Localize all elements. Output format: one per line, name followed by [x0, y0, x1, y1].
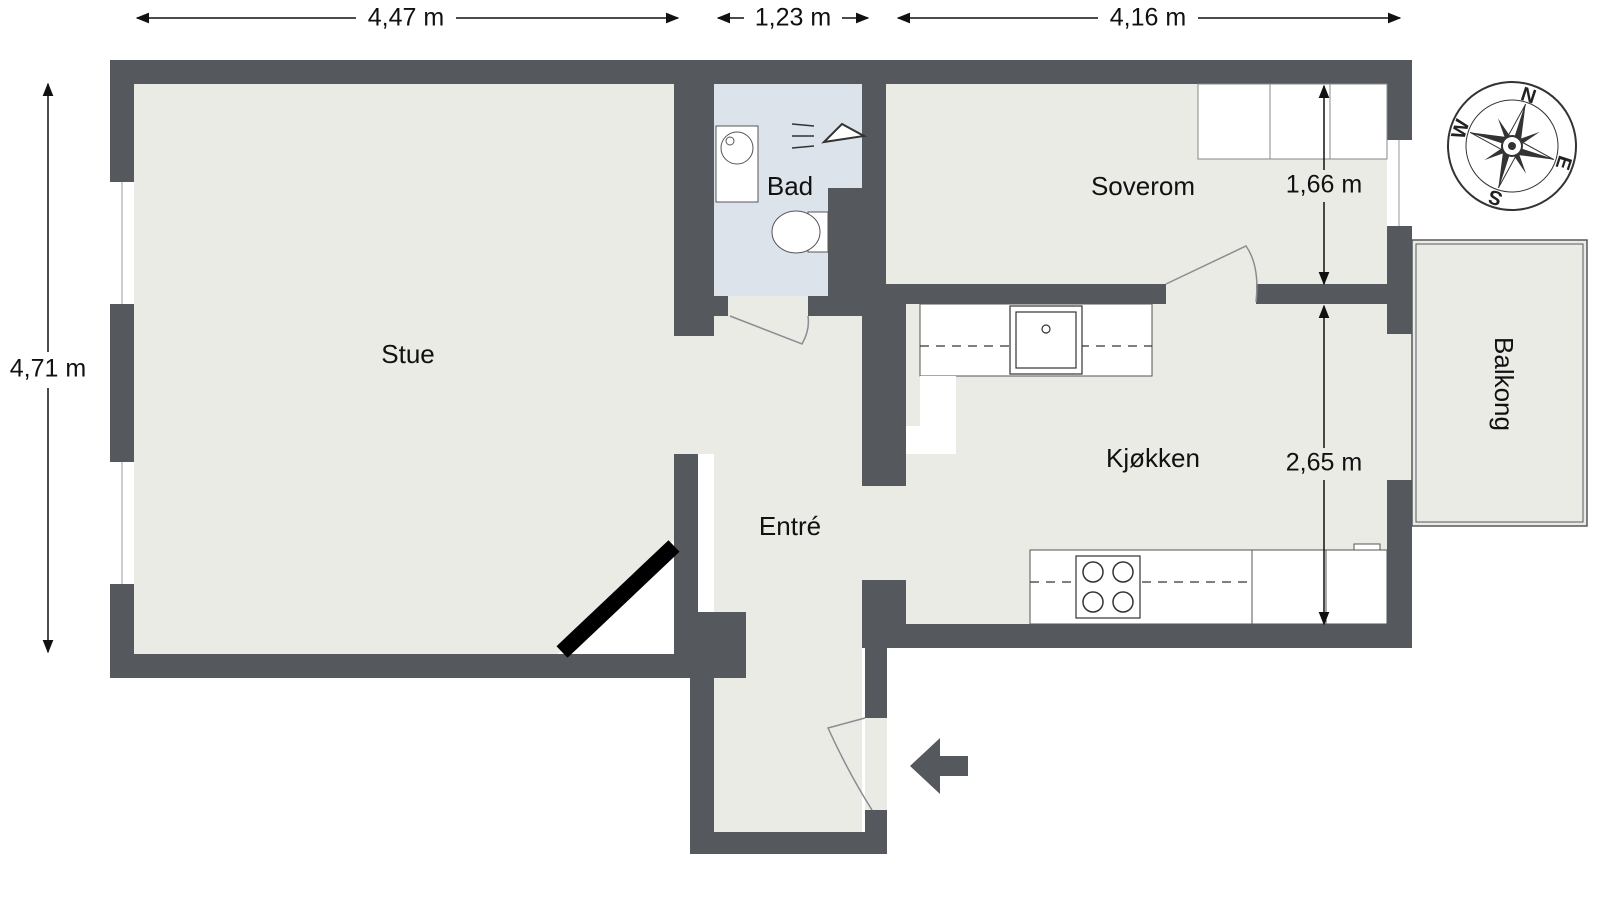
- bad-bottom-wall-left: [714, 296, 728, 316]
- entrance-arrow-icon: [910, 738, 968, 794]
- bad-door-swing: [729, 315, 810, 345]
- stue-entre-opening: [674, 336, 714, 454]
- kjokken-corner-counter: [906, 376, 956, 454]
- balkong-label: Balkong: [1489, 337, 1519, 431]
- outer-wall-bottom-stue: [110, 654, 746, 678]
- shower-icon: [821, 122, 868, 144]
- compass-rose-icon: [1469, 103, 1555, 189]
- entre-kjokken-wall-upper: [862, 284, 906, 486]
- soverom-kjokken-wall-right: [1256, 284, 1387, 304]
- doors: [674, 245, 1441, 811]
- bad-label: Bad: [767, 171, 813, 201]
- stue-entre-wall-upper: [674, 60, 714, 336]
- entre-kjokken-opening-floor: [862, 486, 912, 580]
- bad-door-opening: [728, 296, 808, 316]
- soverom-kjokken-wall-left: [886, 284, 1166, 304]
- stue-entre-wall-lower: [674, 454, 698, 678]
- balkong: Balkong: [1411, 239, 1588, 527]
- entrance-door-opening: [865, 718, 887, 810]
- outer-wall-left: [110, 60, 134, 678]
- walls: [110, 60, 1412, 854]
- entre-wall-bottom: [690, 832, 887, 854]
- kjokken-fridge: [1325, 549, 1388, 625]
- kjokken-fixtures: [906, 303, 1388, 625]
- dim-label-top-right: 4,16 m: [1110, 4, 1186, 32]
- dim-label-top-left: 4,47 m: [368, 4, 444, 32]
- soverom-label: Soverom: [1091, 171, 1195, 201]
- entre-wall-left: [690, 654, 714, 854]
- compass-s: S: [1486, 185, 1505, 210]
- bad-toilet-bowl: [771, 210, 821, 254]
- entre-floor: [714, 316, 862, 832]
- compass: N E S W: [1447, 81, 1577, 211]
- dim-label-left: 4,71 m: [10, 355, 86, 383]
- stue-corner-unit-edge: [556, 540, 680, 658]
- outer-wall-bottom-kjokken: [862, 624, 1412, 648]
- balkong-floor: [1411, 239, 1588, 527]
- bad-fixtures: [715, 122, 868, 254]
- entre-kjokken-wall-lower: [862, 580, 906, 648]
- soverom-fixtures: [1197, 83, 1388, 160]
- entre-label: Entré: [759, 511, 821, 541]
- soverom-door-swing: [1165, 245, 1258, 303]
- balkong-door-opening: [1387, 334, 1412, 480]
- entre-wall-right-lower: [865, 810, 887, 854]
- dim-label-soverom: 1,66 m: [1286, 171, 1362, 199]
- entrance-door-swing: [826, 717, 873, 811]
- kjokken-counter-bottom: [1029, 549, 1253, 625]
- soverom-door-opening: [1166, 284, 1256, 304]
- kjokken-label: Kjøkken: [1106, 443, 1200, 473]
- soverom-wardrobe: [1197, 83, 1388, 160]
- stue-label: Stue: [381, 339, 435, 369]
- stue-entre-wall-stub: [698, 612, 746, 678]
- bad-inner-wall: [828, 188, 862, 296]
- windows: [110, 140, 1412, 584]
- kjokken-stove: [1075, 555, 1141, 619]
- room-labels: Stue Bad Soverom Kjøkken Entré: [381, 171, 1200, 541]
- dim-label-top-middle: 1,23 m: [755, 4, 831, 32]
- outer-wall-top: [110, 60, 1412, 84]
- kjokken-cabinet: [1251, 549, 1327, 625]
- bad-sink-bowl: [720, 131, 754, 165]
- dimension-labels: 4,47 m 1,23 m 4,16 m 4,71 m 1,66 m 2,65 …: [4, 2, 1372, 480]
- compass-n: N: [1518, 83, 1539, 108]
- compass-e: E: [1551, 153, 1576, 172]
- entre-wall-right-upper: [865, 648, 887, 718]
- stue-floor: [134, 84, 674, 654]
- dim-label-kjokken: 2,65 m: [1286, 449, 1362, 477]
- stue-fixtures: [556, 540, 680, 658]
